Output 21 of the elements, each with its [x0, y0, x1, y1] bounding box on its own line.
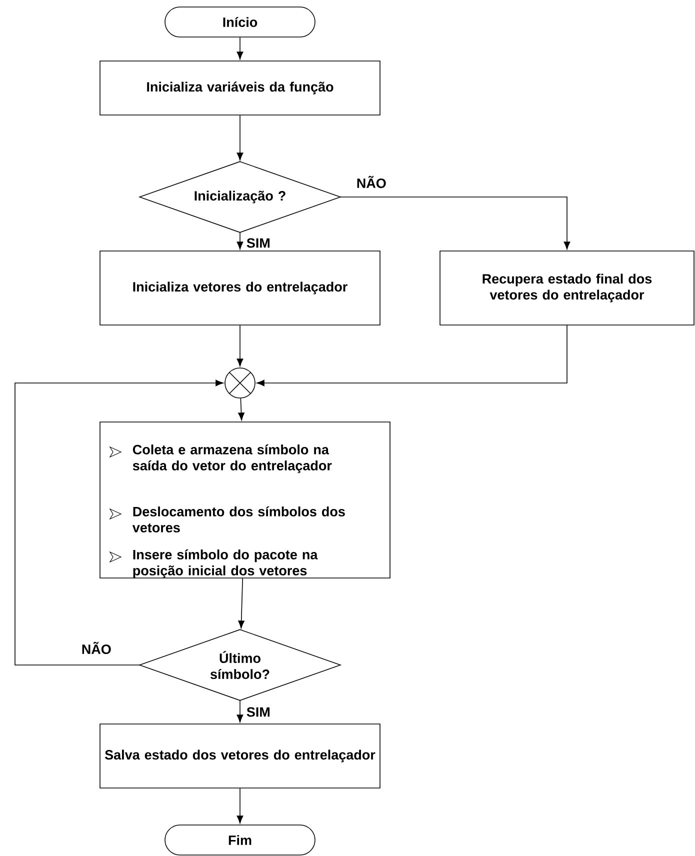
junction-circle [224, 368, 256, 398]
arrow [236, 115, 244, 160]
arrow [238, 578, 245, 628]
arrow [256, 325, 568, 386]
arrow [14, 380, 224, 666]
edge-label: NÃO [80, 640, 112, 656]
arrow [236, 232, 244, 250]
arrow [238, 398, 244, 420]
process-box: Inicializa vetores do entrelaçador [100, 250, 380, 326]
process-box: Coleta e armazena símbolo na saída do vetor do entrelaçador Deslocamento dos símbolos dos vetores Insere símbolo do pacote na posição inicial dos vetores [100, 422, 390, 578]
edge-label: NÃO [355, 174, 388, 190]
process-box: Inicializa variáveis da função [100, 60, 380, 116]
arrow [236, 37, 244, 60]
process-box: Recupera estado final dos vetores do entrelaçador [440, 250, 694, 326]
arrow [236, 788, 244, 824]
arrow [236, 325, 244, 366]
edge-label: SIM [245, 237, 272, 249]
process-box: Salva estado dos vetores do entrelaçador [100, 724, 380, 788]
arrow [340, 196, 570, 250]
arrow [236, 700, 244, 722]
edge-label: SIM [245, 706, 272, 718]
